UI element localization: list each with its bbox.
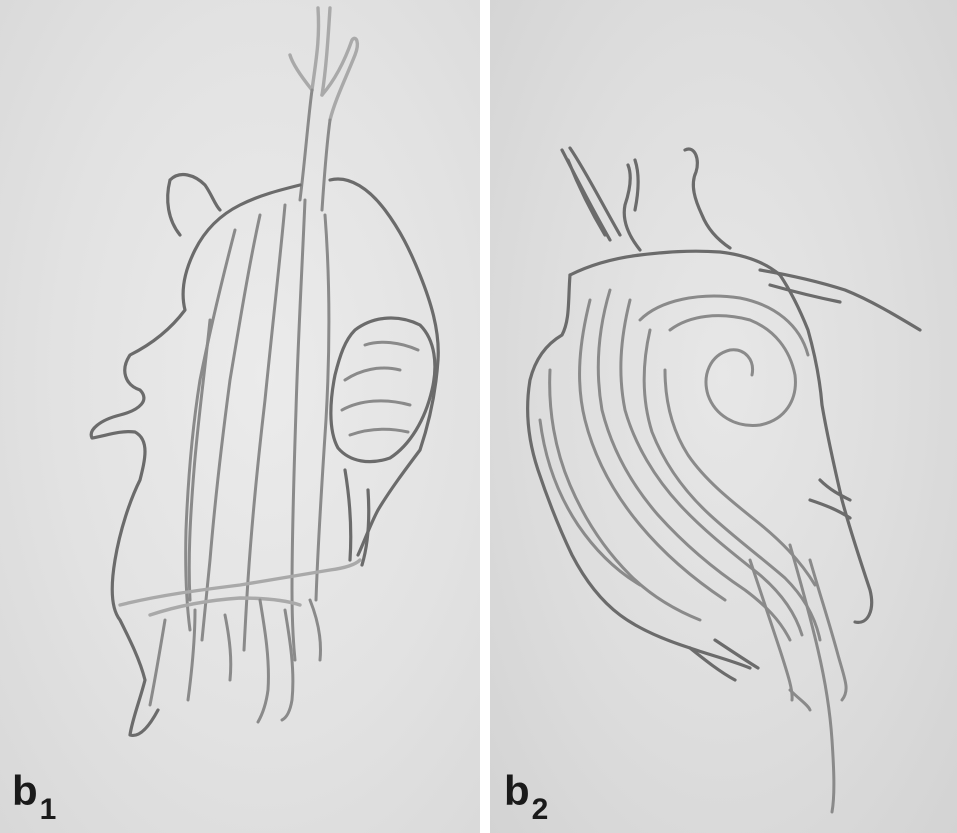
panel-label-main: b	[12, 767, 38, 814]
panel-label-b2: b2	[504, 770, 548, 812]
panel-gutter	[480, 0, 490, 833]
cell-tracing-b1	[0, 0, 480, 833]
cell-tracing-b2	[490, 0, 957, 833]
panel-label-subscript: 2	[532, 793, 549, 826]
panel-label-subscript: 1	[40, 793, 57, 826]
panel-b1: b1	[0, 0, 480, 833]
panel-label-main: b	[504, 767, 530, 814]
panel-label-b1: b1	[12, 770, 56, 812]
panel-b2: b2	[490, 0, 957, 833]
